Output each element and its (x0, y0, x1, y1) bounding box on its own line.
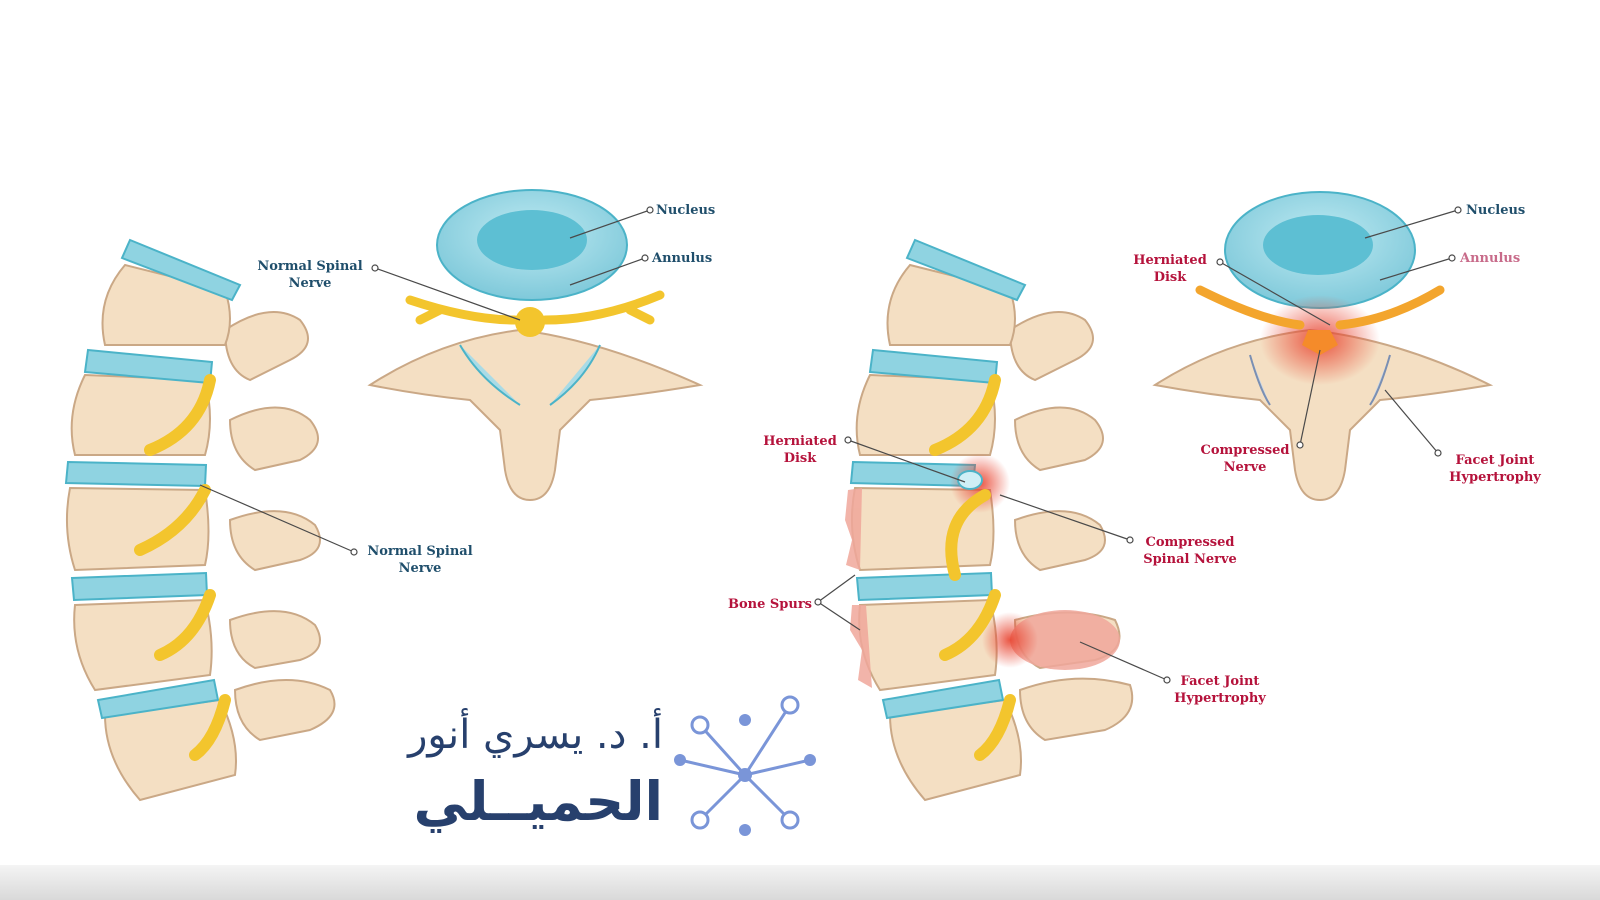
label-facet-hypertrophy-side: Facet Joint Hypertrophy (1174, 674, 1266, 706)
label-normal-annulus: Annulus (652, 251, 713, 266)
normal-vertebra-top-view (367, 189, 704, 502)
herniated-spine-side-view (845, 238, 1134, 802)
normal-spine-side-view (64, 238, 336, 802)
label-compressed-nerve: Compressed Nerve (1200, 443, 1290, 475)
label-bone-spurs: Bone Spurs (727, 597, 812, 612)
label-herniated-disk-top: Herniated Disk (1133, 253, 1207, 285)
herniated-vertebra-top-view (1152, 191, 1494, 502)
label-herniated-disk-side: Herniated Disk (763, 434, 837, 466)
brand-name-line1: أ. د. يسري أنور (408, 712, 663, 758)
video-bottom-bar (0, 865, 1600, 900)
label-compressed-spinal-nerve: Compressed Spinal Nerve (1143, 535, 1237, 567)
label-facet-hypertrophy-top: Facet Joint Hypertrophy (1449, 453, 1541, 485)
leader-dots (350, 206, 1462, 684)
label-normal-nucleus: Nucleus (656, 203, 716, 218)
label-herniated-nucleus: Nucleus (1466, 203, 1526, 218)
leader-lines (199, 209, 1459, 681)
brand-name-line2: الحميــلي (413, 770, 663, 833)
label-herniated-annulus: Annulus (1460, 251, 1521, 266)
label-normal-spinal-nerve-top: Normal Spinal Nerve (257, 259, 363, 291)
label-normal-spinal-nerve-side: Normal Spinal Nerve (367, 544, 473, 576)
network-molecule-icon (674, 695, 816, 836)
